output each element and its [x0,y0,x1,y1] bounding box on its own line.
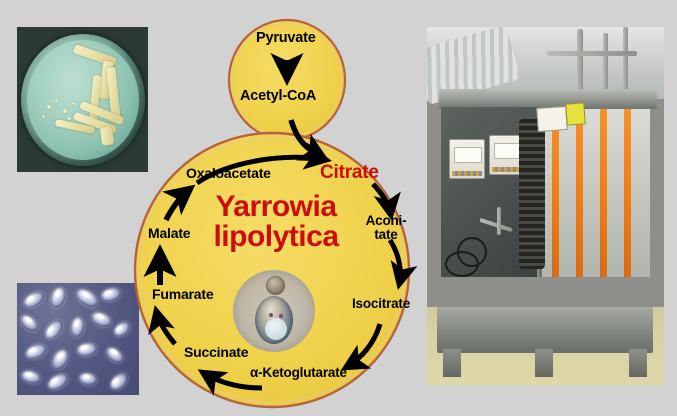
single-colony [42,115,45,118]
orange-strap [624,109,631,277]
label-pyruvate: Pyruvate [256,30,316,46]
arrow-malate-to-oxaloacetate [162,184,196,222]
reactor-top-frame [439,89,657,109]
equipment-label-white [536,105,568,133]
yeast-bud [266,276,285,295]
arrow-oxaloacetate-to-citrate [195,142,332,186]
meter-display [454,147,482,163]
label-fumarate: Fumarate [152,286,214,302]
pallet-leg [535,349,553,377]
valve-pipe [497,207,501,235]
overhead-pipe [603,33,608,93]
cooling-coil [519,119,545,269]
label-aconitate-line2: tate [374,226,398,242]
single-colony [67,117,71,120]
organism-name-line1: Yarrowia [215,190,337,223]
label-malate: Malate [148,225,191,241]
hose-coil [445,251,479,277]
budding-yeast-cell-inset [233,270,315,352]
single-colony [47,105,51,109]
arrow-ketoglutarate-to-succinate [197,369,263,396]
petri-dish-photo [17,27,148,172]
label-citrate: Citrate [320,162,379,183]
label-ketoglutarate: α-Ketoglutarate [250,365,347,380]
label-succinate: Succinate [184,344,249,360]
label-isocitrate: Isocitrate [352,296,411,311]
label-aconitate: Aconi- tate [362,214,410,241]
yeast-organelle [269,313,273,317]
arrow-isocitrate-to-ketoglutarate [340,323,383,371]
overhead-pipe [577,29,583,95]
meter-ports [452,171,482,176]
control-meter [449,139,485,179]
arrow-aconitate-to-isocitrate [387,238,418,290]
reactor-vessel [539,109,650,277]
yeast-vacuole [265,318,287,340]
yeast-organelle [279,314,283,318]
orange-strap [576,109,583,277]
orange-strap [552,109,559,277]
arrow-succinate-to-fumarate [148,305,177,346]
yeast-microscopy-photo [17,283,139,395]
pallet-leg [443,349,461,377]
single-colony [63,109,67,113]
label-oxaloacetate: Oxaloacetate [186,165,271,181]
single-colony [55,99,58,102]
overhead-pipe [547,51,637,56]
reactor-pallet-base [437,307,653,353]
single-colony [72,102,75,105]
organism-name: Yarrowia lipolytica [196,192,356,252]
petri-dish-agar [26,39,139,160]
label-acetyl-coa: Acetyl-CoA [240,88,317,104]
bioreactor-photo [427,27,664,385]
label-aconitate-line1: Aconi- [365,213,407,228]
arrow-citrate-to-aconitate [371,182,401,221]
organism-name-line2: lipolytica [213,220,339,253]
pallet-leg [629,349,647,377]
meter-ports [492,167,522,172]
meter-display [494,143,522,159]
equipment-label-yellow [565,102,586,126]
tca-cycle-diagram: Pyruvate Acetyl-CoA Citrate Aconi- tate … [133,18,418,409]
overhead-pipe [623,27,628,97]
orange-strap [600,109,607,277]
